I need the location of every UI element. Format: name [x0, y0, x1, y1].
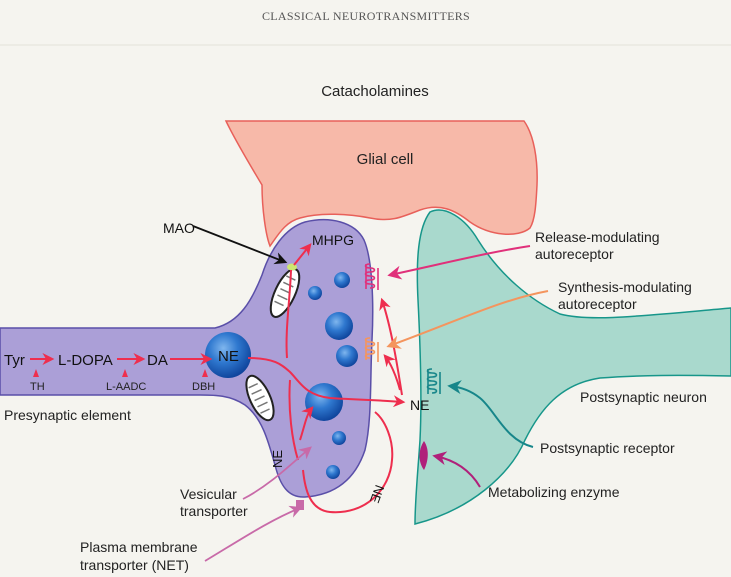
synthesis-autoreceptor-label-1: Synthesis-modulating	[558, 279, 692, 295]
synthesis-autoreceptor-label-2: autoreceptor	[558, 296, 637, 312]
vesicle	[334, 272, 350, 288]
vesicular-transporter-pointer	[242, 446, 312, 500]
vesicle	[332, 431, 346, 445]
release-autoreceptor-label-1: Release-modulating	[535, 229, 660, 245]
glial-cell	[224, 120, 538, 248]
ne-reuptake-label: NE	[367, 483, 387, 505]
mhpg-label: MHPG	[312, 232, 354, 248]
metabolizing-enzyme-pointer	[432, 451, 481, 488]
arrow-ne-release	[247, 357, 406, 408]
synthesis-autoreceptor-icon	[364, 337, 379, 362]
path-ne-to-mao	[285, 269, 292, 359]
release-autoreceptor-pointer	[387, 245, 531, 280]
postsynaptic-receptor-icon	[426, 368, 441, 394]
dbh-enzyme-icon	[202, 369, 208, 377]
postsynaptic-neuron	[414, 209, 731, 525]
pathway-tyr: Tyr	[4, 352, 25, 369]
page-header: CLASSICAL NEUROTRANSMITTERS	[262, 9, 470, 23]
pathway-da: DA	[147, 352, 168, 369]
pathway-ne: NE	[218, 348, 239, 365]
net-label-1: Plasma membrane	[80, 539, 198, 555]
postsynaptic-neuron-label: Postsynaptic neuron	[580, 389, 707, 405]
vesicular-transporter-label-1: Vesicular	[180, 486, 237, 502]
presynaptic-label: Presynaptic element	[4, 407, 131, 423]
vesicle-ne-synthesis	[205, 332, 251, 378]
metabolizing-enzyme-label: Metabolizing enzyme	[488, 484, 620, 500]
arrow-ne-to-release-autoreceptor	[379, 297, 403, 396]
mitochondrion-lower	[245, 374, 275, 422]
path-ne-internal	[288, 379, 299, 461]
laadc-enzyme-icon	[122, 369, 128, 377]
ne-vertical-label: NE	[270, 450, 285, 468]
path-ne-reuptake	[302, 411, 394, 514]
arrow-ne-into-vesicle	[299, 406, 314, 441]
postsynaptic-receptor-pointer	[447, 380, 534, 448]
vesicle	[336, 345, 358, 367]
enzyme-laadc: L-AADC	[106, 381, 146, 393]
release-autoreceptor-label-2: autoreceptor	[535, 246, 614, 262]
net-label-2: transporter (NET)	[80, 557, 189, 573]
arrow-ne-to-synthesis-autoreceptor	[383, 354, 401, 391]
th-enzyme-icon	[33, 369, 39, 377]
glial-cell-label: Glial cell	[357, 151, 414, 168]
pathway-ldopa: L-DOPA	[58, 352, 113, 369]
net-transporter-icon	[296, 500, 304, 510]
ne-released-label: NE	[410, 397, 429, 413]
vesicular-transporter-label-2: transporter	[180, 503, 248, 519]
diagram-title: Catacholamines	[321, 83, 429, 100]
vesicle	[325, 312, 353, 340]
postsynaptic-receptor-label: Postsynaptic receptor	[540, 440, 675, 456]
metabolizing-enzyme-icon	[419, 441, 428, 470]
net-pointer	[204, 505, 303, 562]
synthesis-autoreceptor-pointer	[386, 290, 549, 349]
mao-label: MAO	[163, 220, 195, 236]
vesicle-large	[305, 383, 343, 421]
arrow-mao-to-mhpg	[293, 243, 312, 266]
enzyme-dbh: DBH	[192, 381, 215, 393]
release-autoreceptor-icon	[364, 263, 379, 290]
vesicle	[326, 465, 340, 479]
enzyme-th: TH	[30, 381, 45, 393]
mao-pointer	[192, 225, 288, 265]
vesicle	[308, 286, 322, 300]
mitochondrion-upper	[269, 268, 301, 318]
